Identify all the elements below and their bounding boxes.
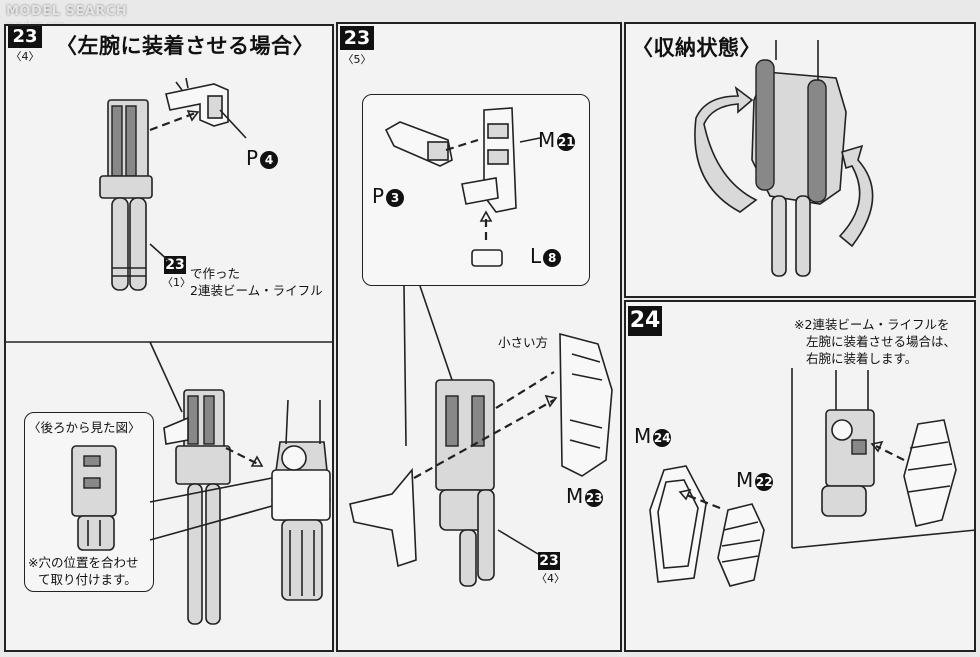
step-number-badge: 23 — [340, 26, 374, 50]
ref-step-badge: 23 — [538, 552, 560, 570]
note-line-1: ※穴の位置を合わせ — [28, 555, 139, 570]
note-line-2: て取り付けます。 — [38, 572, 137, 587]
part-number-circle: 21 — [557, 132, 576, 151]
back-view-title: 〈後ろから見た図〉 — [28, 420, 141, 435]
part-number-circle: 23 — [585, 488, 604, 507]
part-m22-illustration — [717, 503, 765, 587]
panel-left — [4, 24, 334, 652]
part-number-circle: 4 — [260, 150, 279, 169]
ref-step-sub: 〈4〉 — [536, 572, 565, 585]
step-sub-label: 〈5〉 — [342, 53, 372, 66]
twin-beam-rifle-illustration — [99, 99, 153, 291]
back-view-forearm-illustration — [71, 445, 117, 551]
handle-part-illustration — [349, 467, 417, 568]
forearm-side-illustration — [821, 370, 875, 517]
part-number-circle: 24 — [653, 428, 672, 447]
part-p3-illustration — [384, 121, 453, 167]
ref-text-2: 2連装ビーム・ライフル — [190, 283, 323, 298]
watermark-brand: MODEL SEARCH — [6, 4, 128, 19]
storage-title: 〈収納状態〉 — [632, 36, 761, 60]
part-number-circle: 8 — [543, 248, 562, 267]
ref-step-sub: 〈1〉 — [162, 276, 191, 289]
part-m24-illustration — [649, 465, 707, 583]
step-number-badge: 23 — [8, 26, 42, 48]
note-line-1: ※2連装ビーム・ライフルを — [794, 317, 950, 332]
stored-state-illustration — [751, 40, 847, 277]
part-p4-illustration — [165, 77, 229, 127]
forearm-illustration — [271, 399, 331, 601]
shield-m23-illustration — [559, 332, 613, 477]
rifle-on-forearm-illustration — [163, 389, 231, 625]
ref-text-1: で作った — [190, 266, 241, 281]
forearm-with-rifle-illustration — [435, 379, 495, 587]
part-number-circle: 3 — [386, 188, 405, 207]
part-number-circle: 22 — [755, 472, 774, 491]
note-line-3: 右腕に装着します。 — [806, 351, 918, 366]
part-l8-illustration — [471, 249, 503, 267]
note-line-2: 左腕に装着させる場合は、 — [806, 334, 957, 349]
left-arm-title: 〈左腕に装着させる場合〉 — [56, 34, 314, 58]
shield-side-illustration — [903, 419, 957, 527]
step-number-badge: 24 — [628, 306, 662, 336]
small-side-label: 小さい方 — [498, 335, 549, 350]
step-sub-label: 〈4〉 — [10, 50, 40, 63]
